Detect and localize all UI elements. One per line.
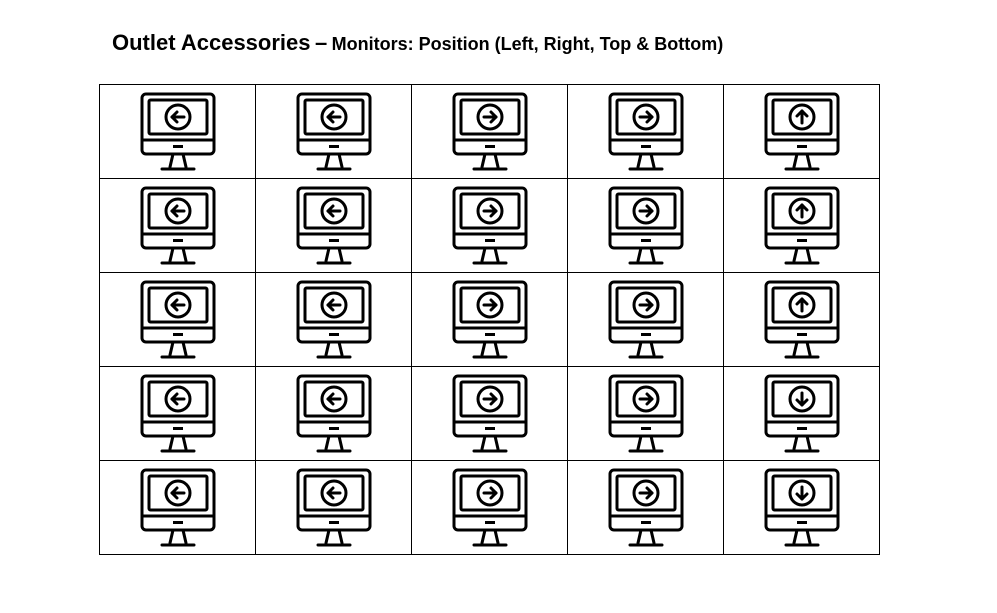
- grid-cell: [99, 178, 256, 273]
- grid-cell: [411, 366, 568, 461]
- monitor-arrow-up-icon: [764, 186, 840, 266]
- grid-row: [99, 178, 880, 273]
- grid-row: [99, 272, 880, 367]
- monitor-arrow-left-icon: [140, 374, 216, 454]
- grid-cell: [723, 178, 880, 273]
- grid-row: [99, 84, 880, 179]
- monitor-arrow-right-icon: [452, 280, 528, 360]
- monitor-arrow-left-icon: [296, 374, 372, 454]
- monitor-arrow-right-icon: [608, 186, 684, 266]
- grid-cell: [723, 84, 880, 179]
- monitor-arrow-left-icon: [296, 186, 372, 266]
- title-separator: –: [314, 30, 328, 55]
- grid-cell: [567, 84, 724, 179]
- grid-cell: [567, 178, 724, 273]
- page-title: Outlet Accessories – Monitors: Position …: [112, 28, 723, 61]
- grid-cell: [255, 84, 412, 179]
- grid-cell: [99, 366, 256, 461]
- monitor-arrow-left-icon: [140, 468, 216, 548]
- grid-cell: [255, 272, 412, 367]
- monitor-arrow-right-icon: [608, 92, 684, 172]
- grid-cell: [567, 460, 724, 555]
- grid-cell: [723, 460, 880, 555]
- grid-cell: [411, 178, 568, 273]
- monitor-arrow-left-icon: [140, 186, 216, 266]
- monitor-arrow-left-icon: [140, 280, 216, 360]
- title-subtitle: Monitors: Position (Left, Right, Top & B…: [331, 34, 724, 54]
- monitor-arrow-down-icon: [764, 468, 840, 548]
- monitor-arrow-right-icon: [608, 280, 684, 360]
- grid-body: [99, 84, 880, 555]
- monitor-arrow-up-icon: [764, 92, 840, 172]
- grid-cell: [567, 272, 724, 367]
- monitor-arrow-right-icon: [608, 468, 684, 548]
- grid-cell: [723, 272, 880, 367]
- monitor-arrow-left-icon: [296, 92, 372, 172]
- grid-row: [99, 460, 880, 555]
- monitor-arrow-right-icon: [452, 374, 528, 454]
- monitor-arrow-up-icon: [764, 280, 840, 360]
- grid-cell: [567, 366, 724, 461]
- monitor-arrow-down-icon: [764, 374, 840, 454]
- monitor-position-grid: [99, 84, 880, 555]
- grid-cell: [411, 272, 568, 367]
- grid-cell: [411, 84, 568, 179]
- grid-cell: [255, 178, 412, 273]
- monitor-arrow-right-icon: [452, 186, 528, 266]
- monitor-arrow-left-icon: [140, 92, 216, 172]
- monitor-arrow-left-icon: [296, 280, 372, 360]
- grid-cell: [99, 460, 256, 555]
- monitor-arrow-left-icon: [296, 468, 372, 548]
- grid-cell: [255, 460, 412, 555]
- grid-cell: [255, 366, 412, 461]
- grid-cell: [723, 366, 880, 461]
- grid-cell: [99, 84, 256, 179]
- grid-cell: [411, 460, 568, 555]
- grid-row: [99, 366, 880, 461]
- monitor-arrow-right-icon: [608, 374, 684, 454]
- monitor-arrow-right-icon: [452, 92, 528, 172]
- grid-cell: [99, 272, 256, 367]
- title-main: Outlet Accessories: [112, 30, 311, 55]
- monitor-arrow-right-icon: [452, 468, 528, 548]
